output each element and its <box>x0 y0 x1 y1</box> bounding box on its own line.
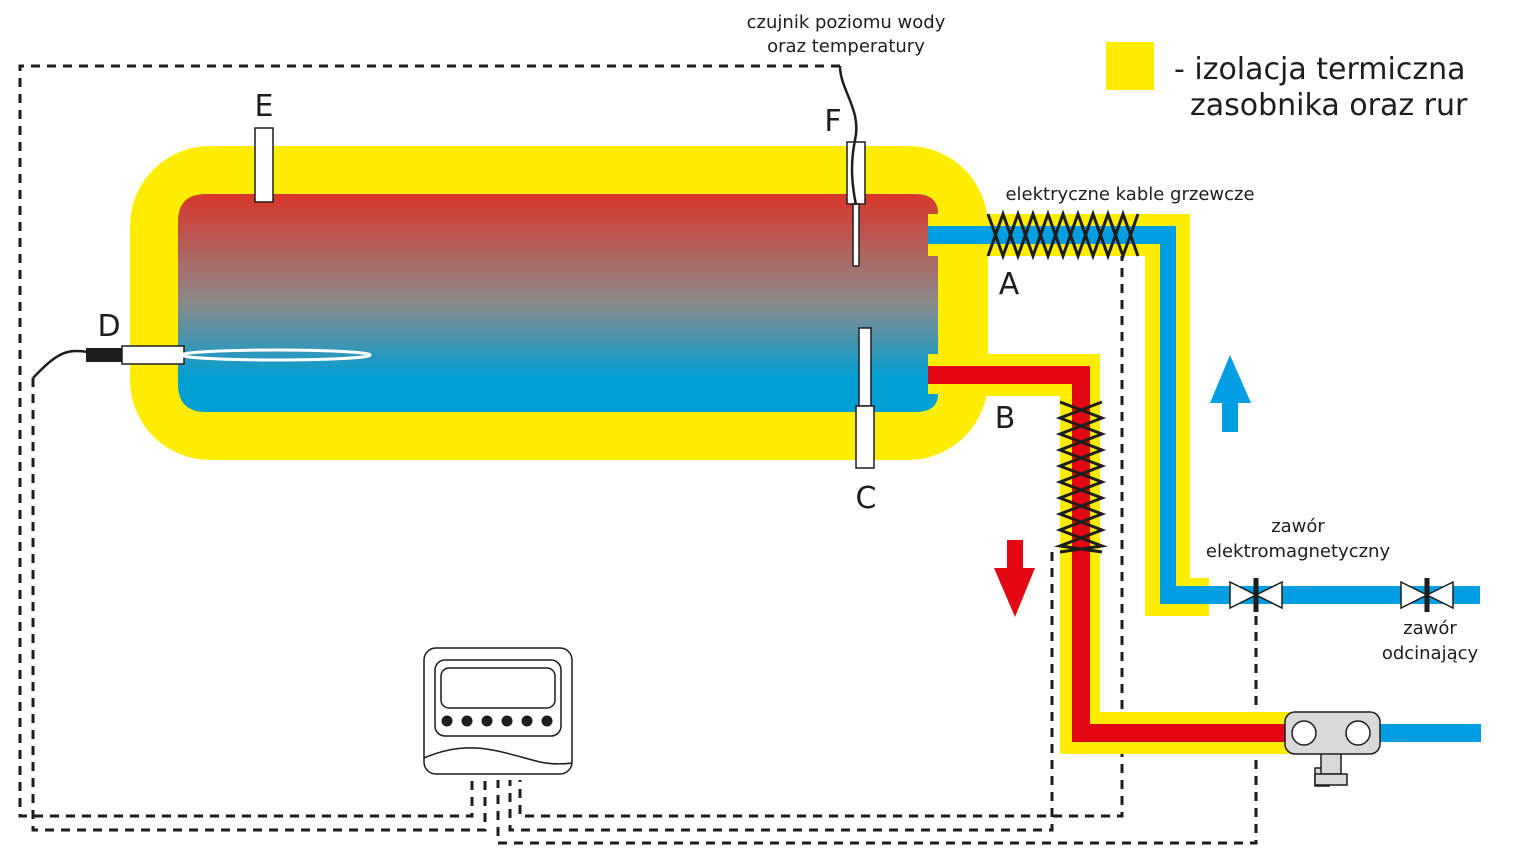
heater-d <box>32 345 372 379</box>
heating-cable-a <box>986 209 1140 261</box>
wire-heating-cable-b <box>508 552 1054 832</box>
wire-heater-d <box>31 378 487 832</box>
marker-f: F <box>824 104 841 139</box>
wire-heating-cable-a <box>518 252 1124 818</box>
pipe-a-insulation <box>930 214 1208 616</box>
marker-b: B <box>995 401 1016 436</box>
legend-line2: zasobnika oraz rur <box>1190 88 1468 123</box>
solenoid-valve <box>1229 578 1283 612</box>
sensor-e <box>254 127 274 203</box>
marker-e: E <box>255 89 274 124</box>
sensor-caption-line2: oraz temperatury <box>767 36 925 57</box>
legend: - izolacja termiczna zasobnika oraz rur <box>1106 42 1468 123</box>
shutoff-valve-label-1: zawór <box>1403 618 1457 639</box>
legend-swatch <box>1106 42 1154 90</box>
control-wiring <box>18 64 1258 845</box>
sensor-c <box>855 327 875 469</box>
controller-buttons <box>441 715 553 727</box>
sensor-caption-line1: czujnik poziomu wody <box>747 12 946 33</box>
marker-c: C <box>856 481 877 516</box>
sensor-f <box>838 65 866 267</box>
solenoid-valve-label-2: elektromagnetyczny <box>1206 541 1391 562</box>
controller-button <box>481 715 493 727</box>
legend-line1: - izolacja termiczna <box>1174 52 1466 87</box>
tank-water <box>178 194 938 412</box>
pipe-a-assembly <box>928 214 1480 616</box>
controller-button <box>501 715 513 727</box>
solenoid-valve-label-1: zawór <box>1271 516 1325 537</box>
heating-cable-b <box>1054 400 1108 554</box>
controller-button <box>461 715 473 727</box>
shutoff-valve <box>1400 578 1454 612</box>
heating-cables-label: elektryczne kable grzewcze <box>1005 184 1254 205</box>
controller <box>423 647 573 775</box>
marker-a: A <box>999 267 1020 302</box>
controller-button <box>521 715 533 727</box>
shutoff-valve-label-2: odcinający <box>1382 643 1479 664</box>
controller-button <box>541 715 553 727</box>
controller-button <box>441 715 453 727</box>
cold-flow-arrow-up <box>1210 355 1251 432</box>
pump <box>1284 711 1381 787</box>
pipe-b-insulation <box>930 354 1290 754</box>
wire-sensor-f <box>18 64 840 818</box>
cold-outlet-pipe <box>1375 724 1481 742</box>
hot-flow-arrow-down <box>994 540 1035 617</box>
marker-d: D <box>97 309 120 344</box>
pipe-b-assembly <box>928 354 1481 754</box>
wire-solenoid-valve <box>496 600 1258 845</box>
